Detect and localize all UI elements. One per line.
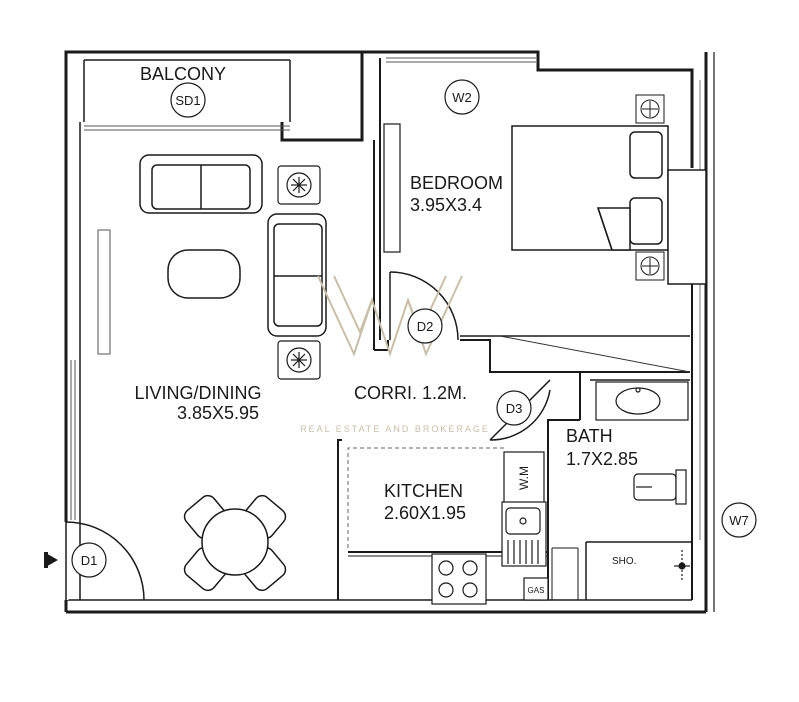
- kitchen-label: KITCHEN: [384, 481, 463, 501]
- toilet: [633, 469, 687, 505]
- tag-w7: W7: [721, 502, 757, 538]
- corridor-label: CORRI. 1.2M.: [354, 383, 467, 403]
- window-strips: [70, 57, 701, 540]
- tag-d1: D1: [71, 542, 107, 578]
- kitchen-size: 2.60X1.95: [384, 503, 466, 523]
- balcony-label: BALCONY: [140, 64, 226, 84]
- kitchen-boundary: [347, 447, 506, 548]
- coffee-table: [167, 249, 241, 299]
- tag-w2: W2: [444, 79, 480, 115]
- bedroom-size: 3.95X3.4: [410, 195, 482, 215]
- lamp-icon: [277, 165, 321, 205]
- bath-label: BATH: [566, 426, 613, 446]
- watermark-tagline: REAL ESTATE AND BROKERAGE: [300, 424, 490, 434]
- cooktop: [431, 553, 487, 605]
- svg-text:D1: D1: [81, 553, 98, 568]
- sofa-side: [267, 213, 327, 337]
- bed: [511, 125, 669, 251]
- living-label: LIVING/DINING: [134, 383, 261, 403]
- tag-sd1: SD1: [170, 82, 206, 118]
- nightstand-lamp-icon: [635, 251, 665, 281]
- wardrobe: [383, 123, 401, 253]
- interior-walls: [337, 140, 692, 600]
- washing-machine-label: W.M: [517, 466, 531, 490]
- nightstand-lamp-icon: [635, 94, 665, 124]
- kitchen-sink: [501, 501, 547, 567]
- svg-text:SD1: SD1: [175, 93, 200, 108]
- gas-label: GAS: [528, 586, 545, 595]
- bath-size: 1.7X2.85: [566, 449, 638, 469]
- bedroom-label: BEDROOM: [410, 173, 503, 193]
- shower-label: SHO.: [612, 556, 636, 567]
- svg-text:W7: W7: [729, 513, 749, 528]
- tag-d2: D2: [407, 308, 443, 344]
- headboard: [667, 169, 707, 285]
- gas-box: [523, 577, 549, 601]
- tag-d3: D3: [496, 390, 532, 426]
- dining-table: [183, 494, 287, 592]
- lamp-icon: [277, 340, 321, 380]
- shower-head-icon: [674, 550, 690, 580]
- svg-text:D2: D2: [417, 319, 434, 334]
- svg-text:W2: W2: [452, 90, 472, 105]
- living-size: 3.85X5.95: [177, 403, 259, 423]
- exterior-walls: [64, 50, 715, 614]
- sofa-top: [139, 154, 263, 214]
- washing-machine: [503, 451, 545, 505]
- svg-text:D3: D3: [506, 401, 523, 416]
- wash-basin: [595, 381, 689, 421]
